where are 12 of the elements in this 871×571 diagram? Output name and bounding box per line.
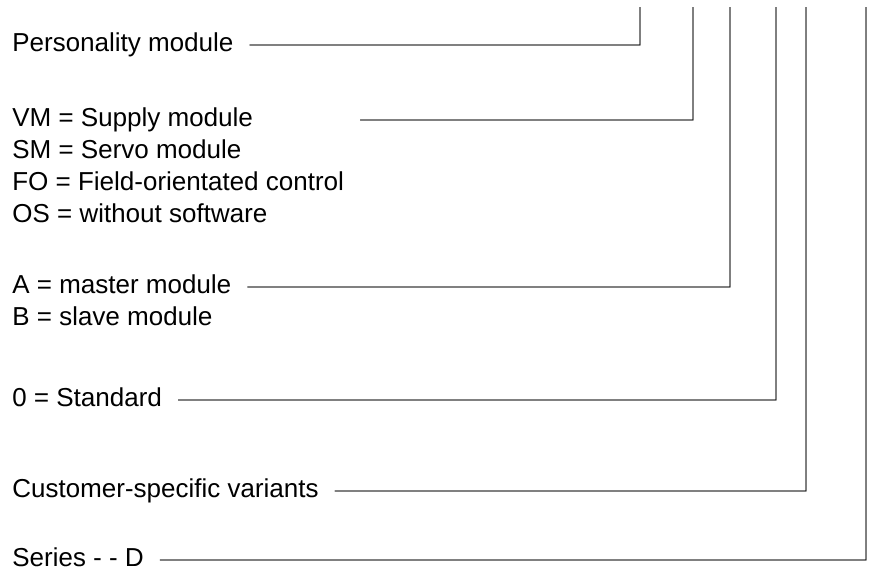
legend-text: Personality module bbox=[14, 32, 232, 56]
leader-line bbox=[178, 6, 776, 400]
leader-line bbox=[334, 6, 806, 492]
leader-line bbox=[246, 6, 730, 288]
legend-text: Customer-specific variants bbox=[14, 478, 318, 502]
legend-text: VM = Supply module SM = Servo module FO = Field-orientated control OS = without software bbox=[12, 107, 342, 222]
leader-line bbox=[360, 6, 694, 120]
leader-line bbox=[159, 6, 866, 560]
legend-text: Series - - D bbox=[13, 547, 142, 566]
legend-text: A = master module B = slave module bbox=[12, 274, 230, 326]
legend-text: 0 = Standard bbox=[13, 387, 160, 406]
leader-line bbox=[249, 6, 640, 46]
